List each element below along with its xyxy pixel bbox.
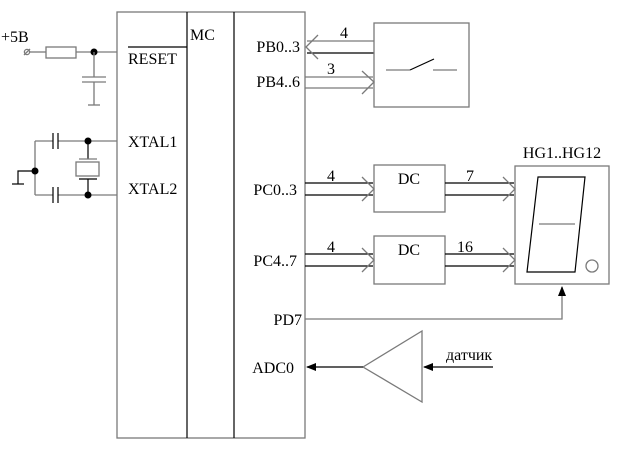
bus-pc4-7: 4 bbox=[305, 239, 375, 273]
seven-segment-icon bbox=[526, 176, 586, 273]
pd7-line bbox=[305, 286, 566, 320]
bus-width-label: 3 bbox=[327, 61, 335, 78]
decoder-1: DC bbox=[373, 164, 446, 213]
capacitor-icon bbox=[52, 187, 59, 203]
pin-pb4-6-label: PB4..6 bbox=[256, 74, 300, 91]
pin-xtal2-label: XTAL2 bbox=[128, 181, 177, 198]
pin-pc4-7-label: PC4..7 bbox=[253, 253, 297, 270]
pin-reset-label: RESET bbox=[128, 51, 177, 68]
pin-pc0-3-label: PC0..3 bbox=[253, 182, 297, 199]
decoder-label: DC bbox=[398, 171, 420, 188]
bus-width-label: 4 bbox=[327, 168, 335, 185]
switch-icon bbox=[386, 58, 457, 71]
decoder-label: DC bbox=[398, 242, 420, 259]
pin-xtal1-label: XTAL1 bbox=[128, 134, 177, 151]
mc-label: MC bbox=[190, 27, 215, 44]
bus-pc0-3: 4 bbox=[305, 168, 375, 202]
bus-dc1-out: 7 bbox=[445, 168, 516, 202]
capacitor-icon bbox=[82, 76, 106, 83]
bus-dc2-out: 16 bbox=[445, 239, 516, 273]
bus-width-label: 16 bbox=[457, 239, 473, 256]
decimal-point-icon bbox=[585, 259, 599, 273]
reset-circuit: +5B bbox=[1, 29, 117, 106]
capacitor-icon bbox=[52, 133, 59, 149]
bus-width-label: 4 bbox=[340, 25, 348, 42]
wire bbox=[17, 170, 35, 184]
bus-pb4-6: 3 bbox=[305, 61, 375, 95]
microcontroller-block: MC RESET XTAL1 XTAL2 PB0..3 PB4..6 PC0..… bbox=[116, 11, 306, 439]
power-terminal-icon bbox=[23, 48, 31, 56]
pin-pd7-label: PD7 bbox=[274, 312, 302, 329]
sensor-chain: датчик bbox=[306, 329, 493, 404]
decoder-2: DC bbox=[373, 235, 446, 285]
switch-block bbox=[373, 22, 470, 108]
bus-width-label: 4 bbox=[327, 239, 335, 256]
bus-pb0-3: 4 bbox=[305, 25, 374, 60]
crystal-icon bbox=[75, 158, 100, 180]
pin-adc0-label: ADC0 bbox=[252, 360, 294, 377]
power-label: +5B bbox=[1, 29, 29, 46]
amplifier-icon bbox=[361, 329, 423, 404]
display-block: HG1..HG12 bbox=[514, 145, 610, 285]
crystal-circuit bbox=[12, 133, 117, 203]
mc-outline bbox=[116, 11, 306, 439]
sensor-label: датчик bbox=[446, 347, 492, 364]
display-label: HG1..HG12 bbox=[523, 145, 601, 162]
pin-pb0-3-label: PB0..3 bbox=[256, 39, 300, 56]
resistor-icon bbox=[45, 46, 77, 59]
bus-width-label: 7 bbox=[466, 168, 474, 185]
